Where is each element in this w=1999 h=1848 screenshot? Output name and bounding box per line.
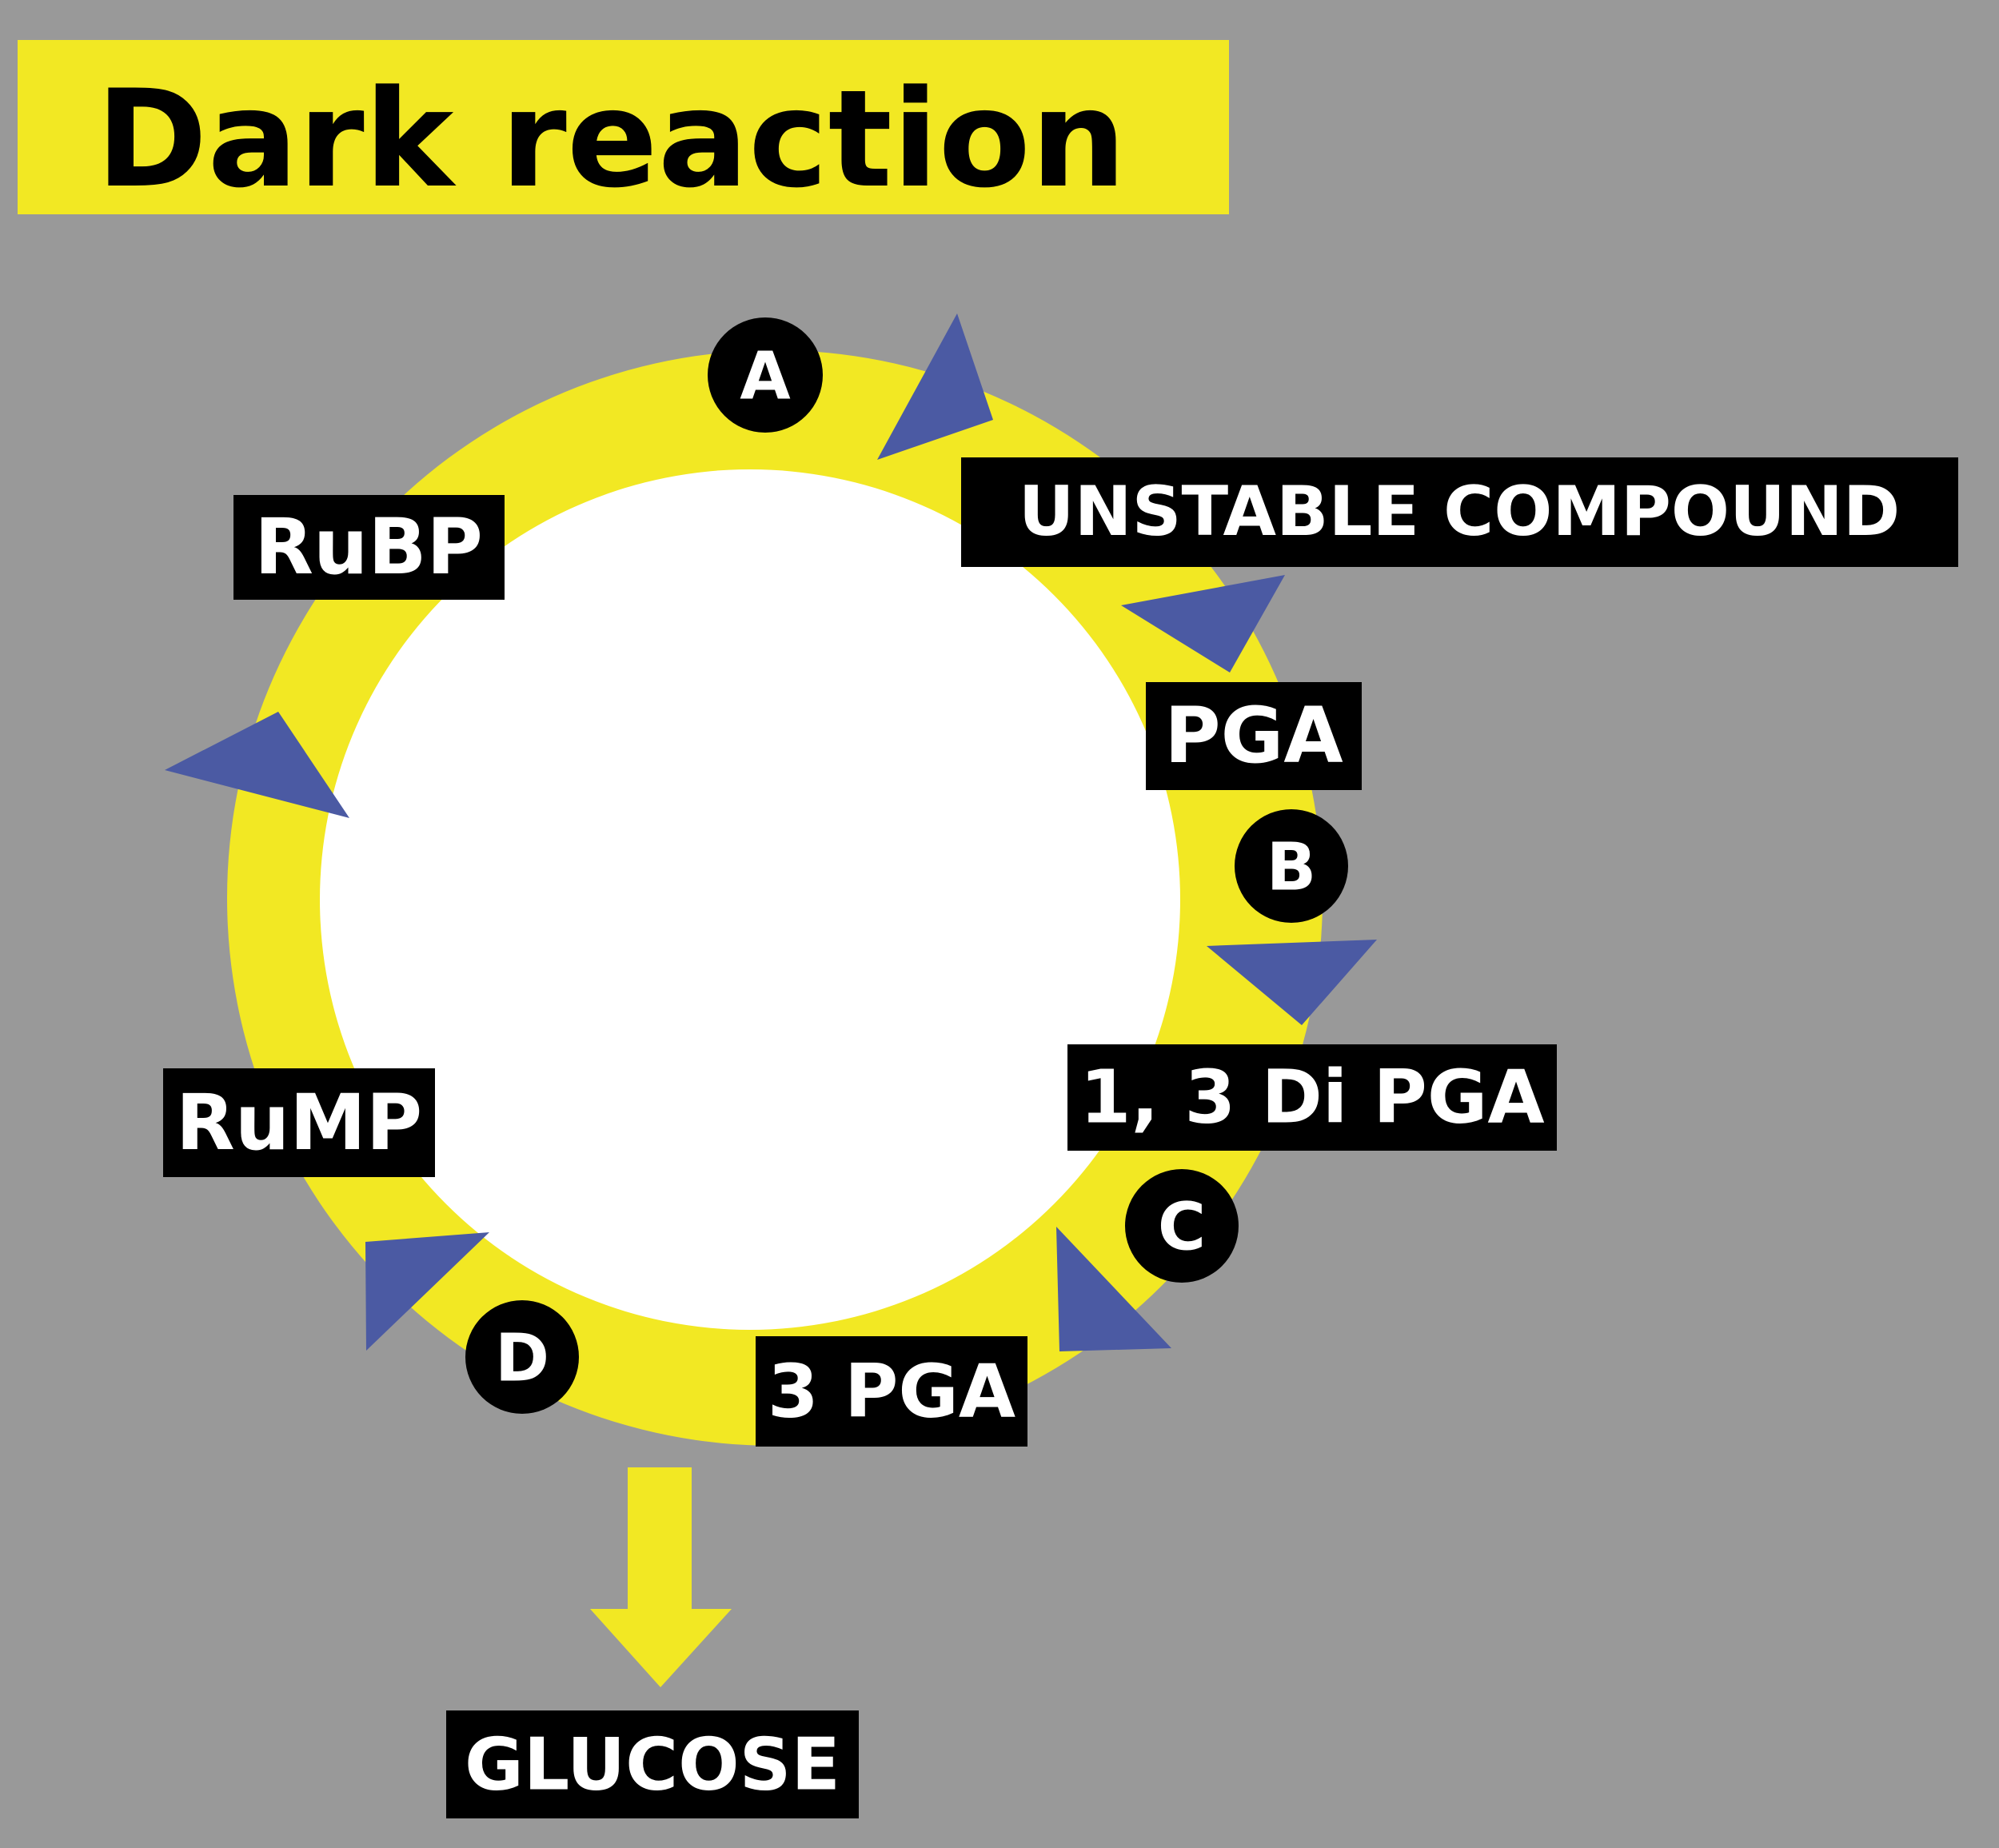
arrowhead-d: [365, 1232, 489, 1351]
step-b-marker: [1235, 809, 1348, 923]
arrowhead-rump-to-rubp: [165, 712, 349, 818]
arrowhead-unstable-to-pga: [1121, 575, 1285, 673]
step-d-label: D: [495, 1321, 549, 1397]
glucose-label-box: [446, 1710, 859, 1818]
title-banner: [18, 40, 1229, 214]
glucose-label: GLUCOSE: [465, 1723, 840, 1807]
step-c-label: C: [1158, 1190, 1206, 1266]
rump-label-box: [163, 1068, 435, 1177]
arrowhead-b: [1207, 940, 1377, 1025]
glucose-output-arrow: [590, 1467, 732, 1687]
three-pga-label-box: [756, 1336, 1027, 1447]
pga-label-box: [1146, 682, 1362, 790]
unstable-compound-label: UNSTABLE COMPOUND: [1019, 472, 1900, 552]
step-b-label: B: [1267, 830, 1317, 906]
arrowhead-c: [1056, 1227, 1171, 1351]
cycle-ring-inner: [320, 469, 1180, 1330]
rump-label: RuMP: [176, 1078, 422, 1167]
step-d-marker: [465, 1300, 579, 1414]
page-title: Dark reaction: [96, 61, 1127, 218]
rubp-label-box: [233, 495, 505, 600]
pga-label: PGA: [1164, 691, 1343, 780]
di-pga-label-box: [1067, 1044, 1557, 1151]
three-pga-label: 3 PGA: [768, 1349, 1015, 1435]
step-a-marker: [708, 317, 823, 433]
unstable-compound-label-box: [961, 457, 1958, 567]
step-a-label: A: [740, 339, 791, 415]
di-pga-label: 1, 3 Di PGA: [1079, 1055, 1544, 1140]
arrowhead-a: [877, 313, 993, 460]
rubp-label: RuBP: [254, 502, 483, 592]
step-c-marker: [1125, 1169, 1239, 1283]
